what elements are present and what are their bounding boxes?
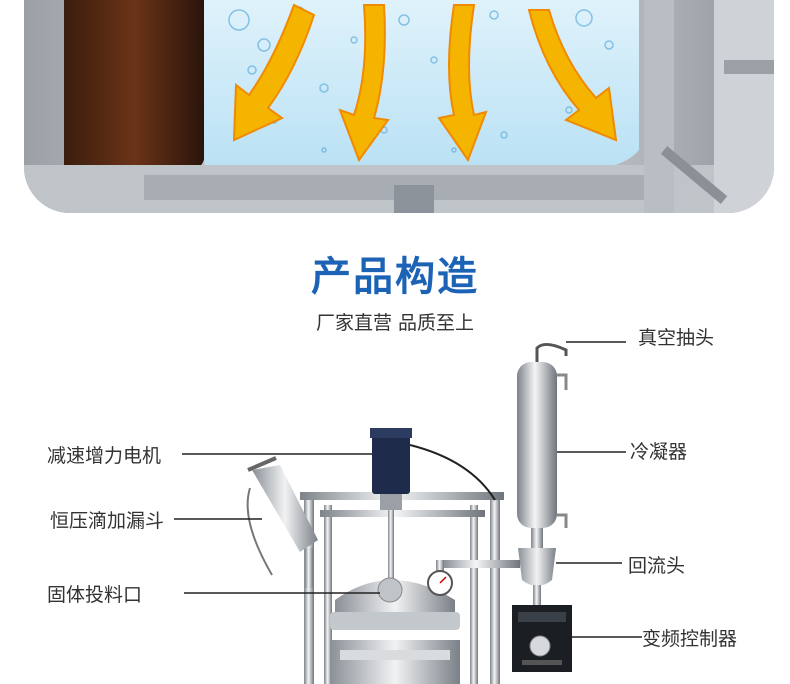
reflux-head [518,548,556,586]
dropping-funnel [246,456,318,588]
section-subtitle: 厂家直营 品质至上 [315,312,475,334]
label-vacuum-head: 真空抽头 [638,327,715,349]
motor [372,430,410,494]
reactor-structure-diagram [174,341,642,684]
solid-feed-port [377,577,403,603]
label-dropping-funnel: 恒压滴加漏斗 [50,510,165,532]
label-solid-feed-port: 固体投料口 [47,584,143,606]
label-motor: 减速增力电机 [47,445,162,467]
reactor-heating-illustration [24,0,774,213]
label-frequency-controller: 变频控制器 [642,628,738,650]
section-title: 产品构造 [311,254,479,300]
frequency-controller [512,605,572,672]
label-condenser: 冷凝器 [630,441,688,463]
vacuum-head [535,343,568,362]
condenser [517,362,557,528]
label-reflux-head: 回流头 [628,555,686,577]
